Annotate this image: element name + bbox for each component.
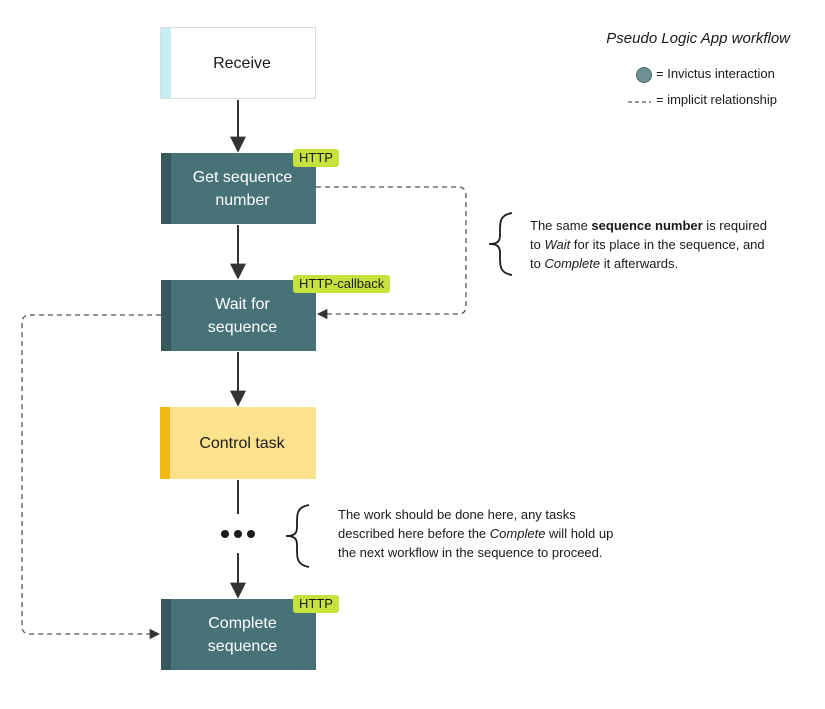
sequence-note-line1: The same sequence number is required xyxy=(530,218,767,233)
control-task-accent xyxy=(160,407,170,479)
work-note-line2: described here before the Complete will … xyxy=(338,526,614,541)
work-note: The work should be done here, any tasks … xyxy=(338,505,613,562)
diagram-title: Pseudo Logic App workflow xyxy=(606,30,790,47)
complete-sequence-label: Complete sequence xyxy=(200,612,277,658)
complete-sequence-step[interactable]: Complete sequence xyxy=(161,599,316,670)
wait-sequence-label-line1: Wait for xyxy=(215,295,270,313)
implicit-link-get-to-wait xyxy=(316,186,467,320)
legend-interaction-label: = Invictus interaction xyxy=(656,66,775,81)
get-sequence-step[interactable]: Get sequence number xyxy=(161,153,316,224)
complete-sequence-http-tag: HTTP xyxy=(293,595,339,613)
get-sequence-label: Get sequence number xyxy=(185,166,293,212)
receive-label: Receive xyxy=(213,54,271,72)
sequence-note-line2: to Wait for its place in the sequence, a… xyxy=(530,237,765,252)
complete-sequence-label-line1: Complete xyxy=(208,614,277,632)
work-note-line1: The work should be done here, any tasks xyxy=(338,507,576,522)
legend-implicit-label: = implicit relationship xyxy=(656,92,778,107)
ellipsis-dot xyxy=(234,530,242,538)
ellipsis-dot xyxy=(221,530,229,538)
wait-sequence-label-line2: sequence xyxy=(207,318,278,336)
sequence-number-note: The same sequence number is required to … xyxy=(530,216,767,273)
control-task-step[interactable]: Control task xyxy=(160,407,316,479)
sequence-note-line3: to Complete it afterwards. xyxy=(530,256,679,271)
wait-sequence-step[interactable]: Wait for sequence xyxy=(161,280,316,351)
get-sequence-accent xyxy=(161,153,171,224)
complete-sequence-accent xyxy=(161,599,171,670)
invictus-interaction-dot-icon xyxy=(636,67,652,83)
receive-accent xyxy=(161,28,171,98)
brace-icon xyxy=(488,212,513,276)
get-sequence-http-tag: HTTP xyxy=(293,149,339,167)
wait-sequence-http-callback-tag: HTTP-callback xyxy=(293,275,391,293)
brace-icons xyxy=(285,212,513,568)
get-sequence-label-line2: number xyxy=(215,191,270,209)
wait-sequence-accent xyxy=(161,280,171,351)
brace-icon xyxy=(285,504,310,568)
get-sequence-label-line1: Get sequence xyxy=(192,168,293,186)
implicit-link-wait-to-complete xyxy=(21,314,161,640)
work-note-line3: the next workflow in the sequence to pro… xyxy=(338,545,603,560)
wait-sequence-label: Wait for sequence xyxy=(200,293,277,339)
ellipsis-dot xyxy=(247,530,255,538)
complete-sequence-label-line2: sequence xyxy=(207,637,278,655)
implicit-links xyxy=(21,186,467,640)
receive-step[interactable]: Receive xyxy=(160,27,316,99)
control-task-label: Control task xyxy=(199,434,285,452)
